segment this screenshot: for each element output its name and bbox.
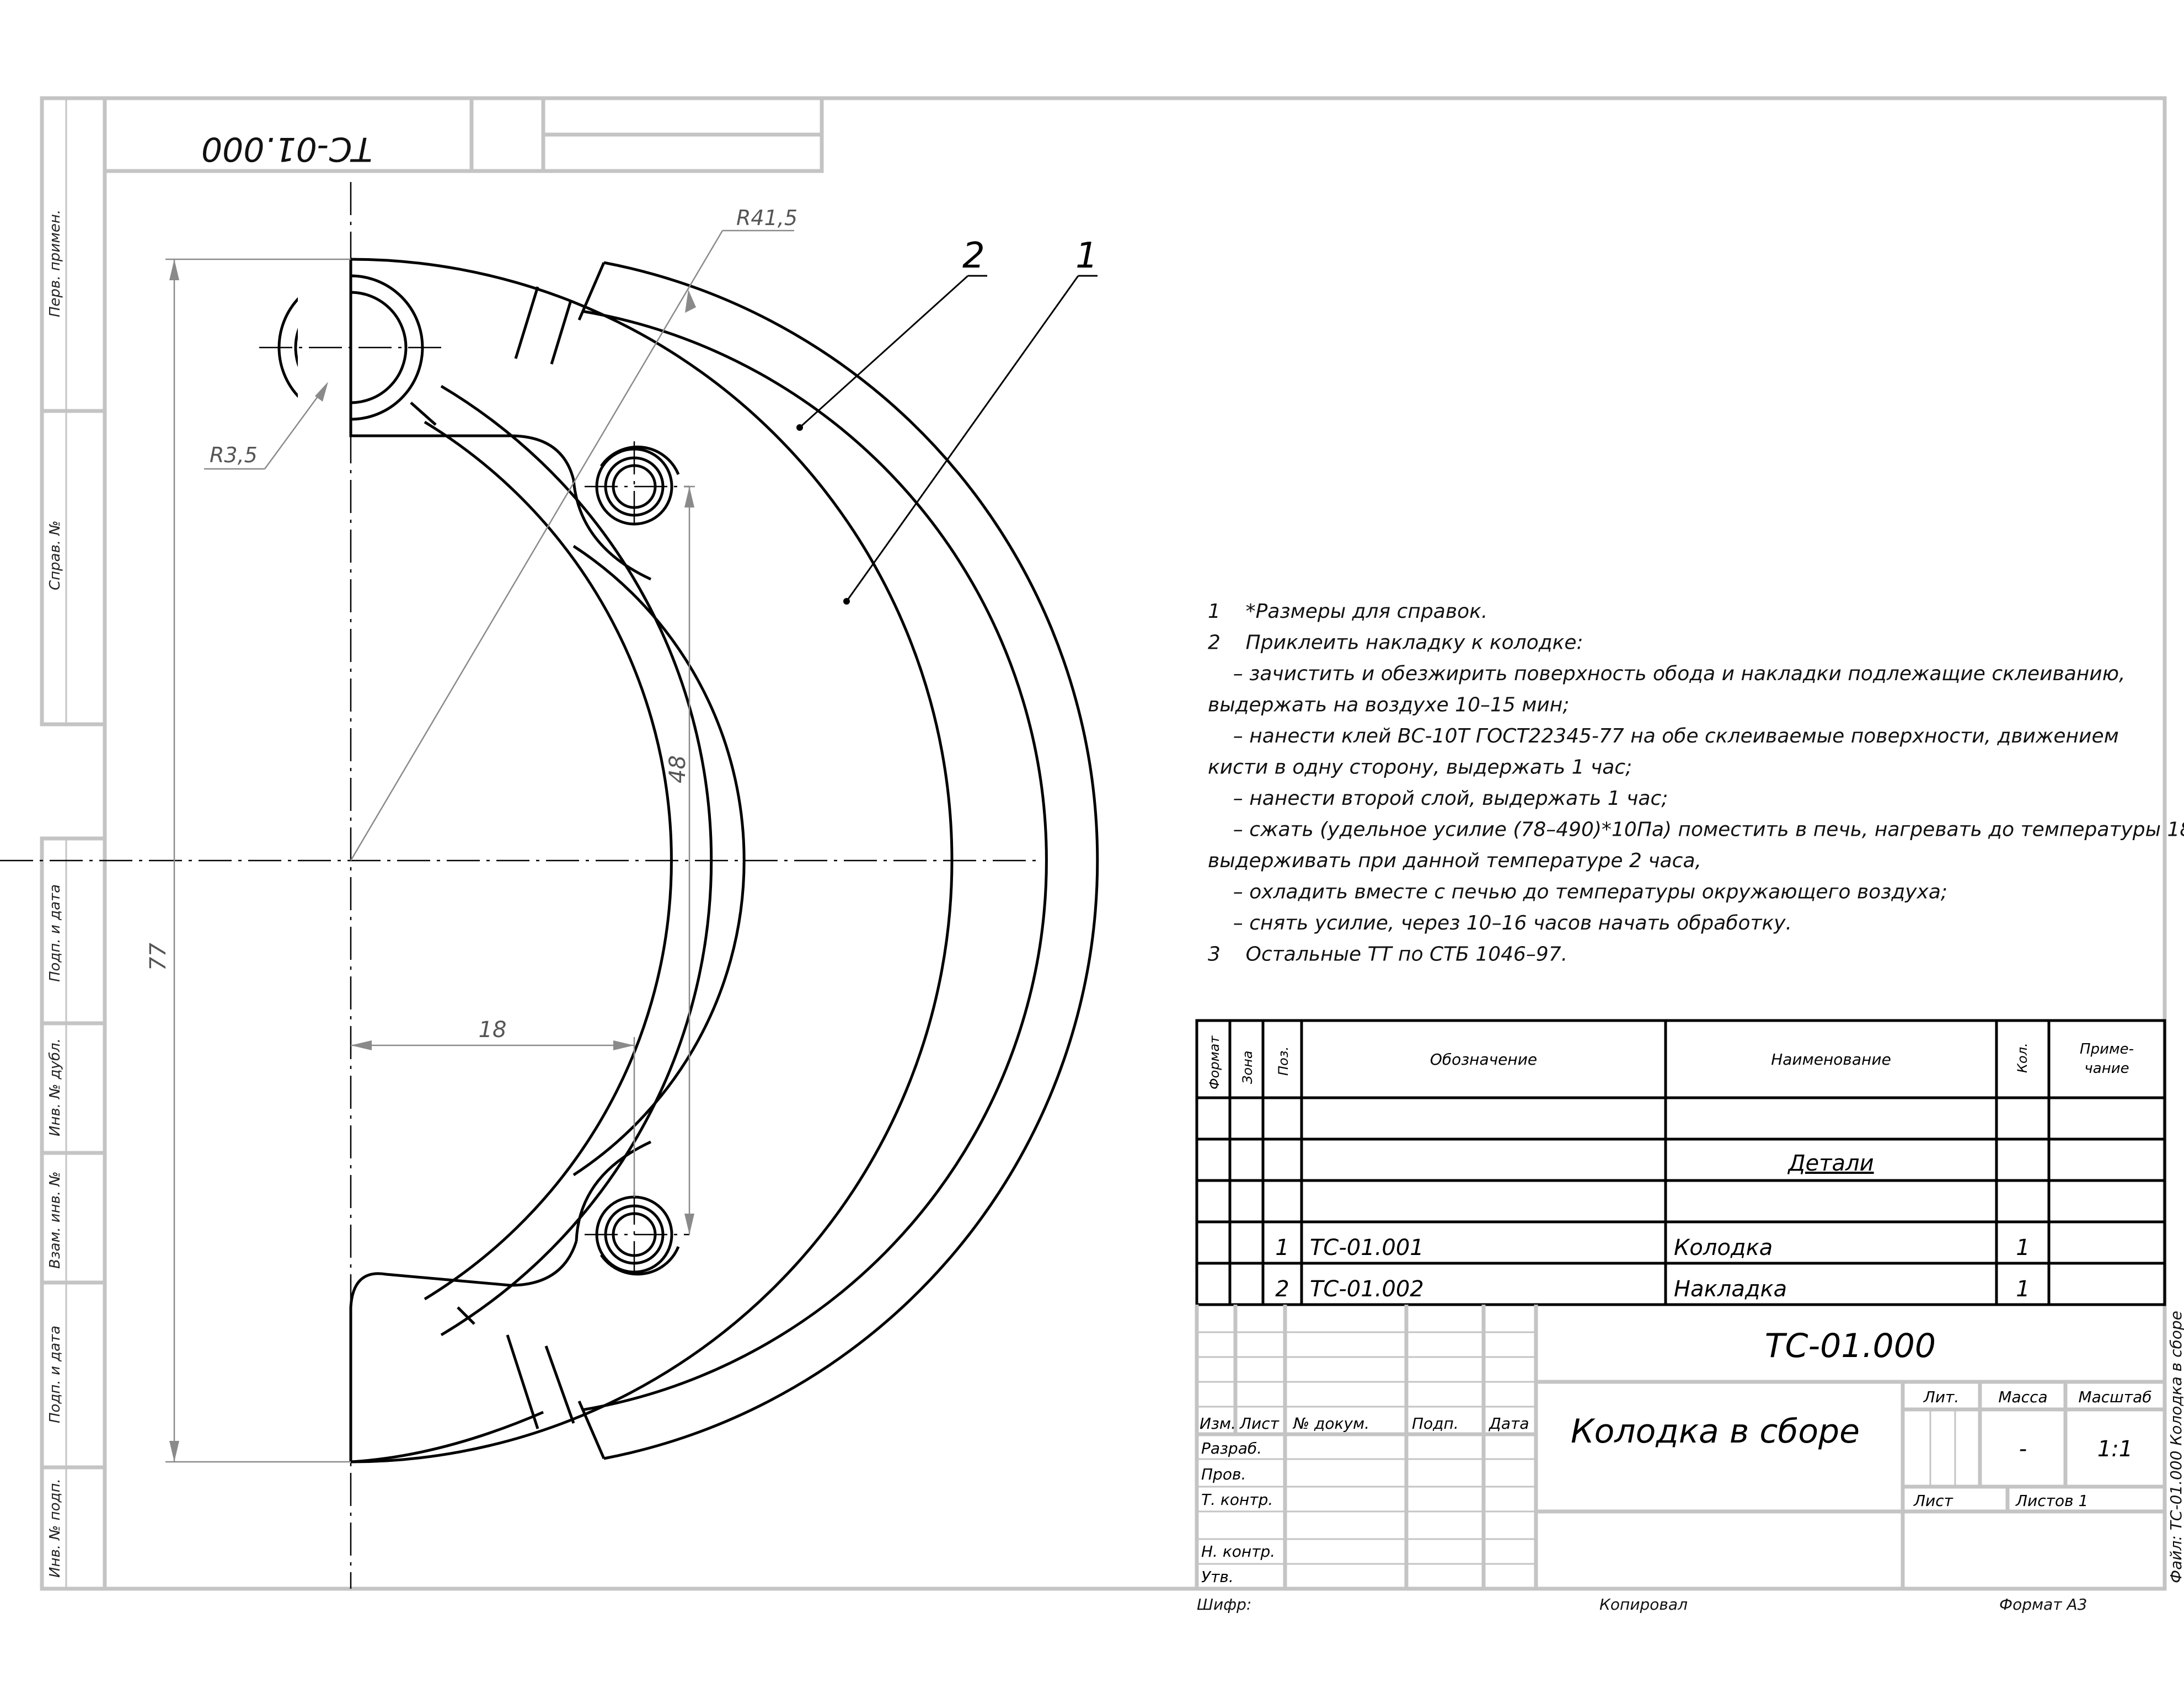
- footer: Шифр: Копировал Формат А3 Файл: ТС-01.00…: [1197, 1311, 2184, 1614]
- row1-pos: 1: [1275, 1235, 1289, 1260]
- header-qty: Кол.: [2015, 1043, 2030, 1073]
- row2-pos: 2: [1275, 1276, 1289, 1302]
- technical-notes: 1 *Размеры для справок. 2 Приклеить накла…: [1208, 600, 2184, 966]
- label-vzam-inv: Взам. инв. №: [47, 1171, 63, 1269]
- header-designation: Обозначение: [1430, 1050, 1537, 1069]
- col-date: Дата: [1488, 1414, 1529, 1433]
- footer-shifr: Шифр:: [1197, 1595, 1251, 1614]
- rim-web-arc: [424, 420, 673, 1301]
- note-line: 2 Приклеить накладку к колодке:: [1208, 632, 1583, 654]
- title-block: ТС-01.000 Колодка в сборе Изм. Лист № до…: [1195, 1305, 2165, 1589]
- header-zone: Зона: [1240, 1051, 1255, 1084]
- note-line: 1 *Размеры для справок.: [1208, 600, 1487, 623]
- sheet-frame: [40, 96, 2167, 1591]
- col-izm: Изм.: [1200, 1414, 1236, 1433]
- label-podp-data-1: Подп. и дата: [47, 884, 63, 982]
- label-sheets: Листов 1: [2015, 1492, 2088, 1510]
- lining-outer-arc: [603, 261, 1099, 1460]
- scale-value: 1:1: [2097, 1436, 2133, 1462]
- note-line: кисти в одну сторону, выдержать 1 час;: [1208, 756, 1632, 779]
- radius-large: R41,5: [736, 206, 797, 230]
- header-note-1: Приме-: [2080, 1041, 2134, 1057]
- label-perv-primen: Перв. примен.: [47, 210, 63, 317]
- note-line: – сжать (удельное усилие (78–490)*10Па) …: [1208, 819, 2184, 841]
- label-lit: Лит.: [1923, 1388, 1959, 1406]
- callout-1: 1: [1075, 236, 1098, 276]
- dim-18: 18: [479, 1017, 507, 1043]
- note-line: – нанести клей ВС-10Т ГОСТ22345-77 на об…: [1208, 725, 2119, 747]
- callout-2: 2: [962, 236, 985, 276]
- spec-table: Формат Зона Поз. Обозначение Наименовани…: [1195, 1019, 2166, 1306]
- drawing-title: Колодка в сборе: [1571, 1412, 1860, 1451]
- col-podp: Подп.: [1412, 1414, 1459, 1433]
- row-razrab: Разраб.: [1201, 1439, 1262, 1457]
- col-list: Лист: [1239, 1414, 1280, 1433]
- note-line: – нанести второй слой, выдержать 1 час;: [1208, 787, 1668, 810]
- section-details: Детали: [1787, 1151, 1873, 1176]
- label-podp-data-2: Подп. и дата: [47, 1326, 63, 1423]
- note-line: – охладить вместе с печью до температуры…: [1208, 881, 1947, 904]
- label-sprav-no: Справ. №: [47, 521, 63, 590]
- label-inv-dubl: Инв. № дубл.: [47, 1038, 63, 1136]
- row2-designation: ТС-01.002: [1310, 1276, 1424, 1302]
- row1-name: Колодка: [1674, 1235, 1773, 1260]
- label-massa: Масса: [1998, 1388, 2047, 1406]
- rim-inside-arc: [572, 544, 746, 1177]
- row1-designation: ТС-01.001: [1310, 1235, 1424, 1260]
- left-strip-labels: Перв. примен. Справ. № Подп. и дата Инв.…: [47, 210, 63, 1578]
- dim-48: 48: [665, 755, 690, 783]
- row-tkontr: Т. контр.: [1201, 1491, 1273, 1509]
- row-utv: Утв.: [1201, 1568, 1234, 1586]
- radius-small: R3,5: [210, 443, 258, 467]
- label-masshtab: Масштаб: [2078, 1388, 2151, 1406]
- footer-format: Формат А3: [1999, 1595, 2087, 1614]
- massa-value: -: [2019, 1436, 2027, 1462]
- row-nkontr: Н. контр.: [1201, 1542, 1275, 1561]
- footer-kopiroval: Копировал: [1599, 1595, 1688, 1614]
- row-prov: Пров.: [1201, 1465, 1246, 1483]
- label-sheet: Лист: [1913, 1492, 1953, 1510]
- footer-file: Файл: ТС-01.000 Колодка в сборе: [2167, 1311, 2184, 1583]
- dimensions: 77 48 18 R41,5 R3,5: [146, 206, 797, 1463]
- col-doc: № докум.: [1292, 1414, 1369, 1433]
- note-line: 3 Остальные ТТ по СТБ 1046–97.: [1208, 943, 1567, 966]
- row2-name: Накладка: [1674, 1276, 1787, 1302]
- note-line: – зачистить и обезжирить поверхность обо…: [1208, 663, 2125, 685]
- note-line: – снять усилие, через 10–16 часов начать…: [1208, 912, 1792, 934]
- note-line: выдержать на воздухе 10–15 мин;: [1208, 694, 1569, 717]
- header-pos: Поз.: [1276, 1046, 1291, 1076]
- top-code-rotated: ТС-01.000: [201, 130, 372, 168]
- header-name: Наименование: [1771, 1050, 1891, 1069]
- label-inv-podp: Инв. № подп.: [47, 1478, 63, 1578]
- part-drawing: [0, 182, 1099, 1589]
- header-note-2: чание: [2084, 1060, 2129, 1077]
- dim-77: 77: [146, 943, 171, 971]
- lining-inner-arc: [581, 309, 1048, 1412]
- callouts: 2 1: [796, 236, 1098, 605]
- title-code: ТС-01.000: [1765, 1327, 1936, 1365]
- row2-qty: 1: [2016, 1276, 2030, 1302]
- rim-outer-arc: [350, 258, 954, 1463]
- header-format: Формат: [1207, 1035, 1222, 1089]
- note-line: выдерживать при данной температуре 2 час…: [1208, 850, 1701, 872]
- row1-qty: 1: [2016, 1235, 2030, 1260]
